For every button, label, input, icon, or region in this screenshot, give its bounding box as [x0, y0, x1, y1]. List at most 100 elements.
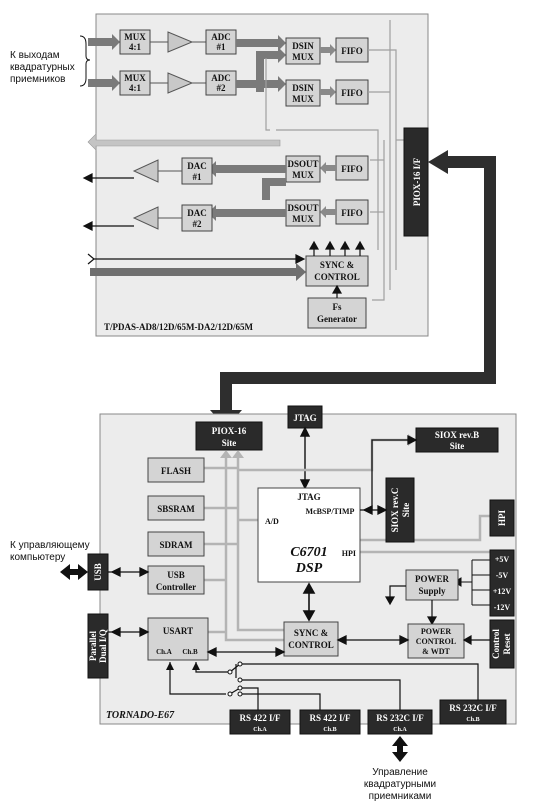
svg-text:SYNC &: SYNC & — [294, 628, 329, 638]
svg-text:FIFO: FIFO — [341, 208, 363, 218]
svg-text:+12V: +12V — [493, 587, 512, 596]
svg-text:RS 422 I/F: RS 422 I/F — [309, 713, 351, 723]
bottom-sync-control: SYNC & CONTROL — [283, 621, 339, 657]
bottom-board-name: TORNADO-E67 — [106, 710, 175, 721]
dac-output-arrows — [82, 173, 134, 231]
svg-text:DSOUT: DSOUT — [287, 203, 318, 213]
sync-input-arrow — [90, 263, 306, 281]
svg-text:Parallel: Parallel — [88, 631, 98, 661]
c6701-dsp: JTAG McBSP/TIMP A/D HPI C6701 DSP — [257, 487, 361, 583]
parallel-dual-iq: Parallel Dual I/Q — [87, 613, 109, 679]
svg-text:4:1: 4:1 — [129, 42, 141, 52]
svg-text:#2: #2 — [217, 83, 227, 93]
svg-text:MUX: MUX — [124, 73, 146, 83]
svg-text:приемников: приемников — [10, 74, 65, 85]
svg-text:USB: USB — [93, 563, 103, 581]
top-board-name: T/PDAS-AD8/12D/65M-DA2/12D/65M — [104, 322, 253, 332]
siox-rev-b-site: SIOX rev.B Site — [415, 427, 499, 453]
svg-text:MUX: MUX — [292, 214, 314, 224]
usb-connector: USB — [87, 553, 109, 591]
fs-generator: Fs Generator — [307, 297, 367, 329]
reset-link — [462, 634, 490, 646]
svg-text:К управляющему: К управляющему — [10, 540, 90, 551]
svg-text:SIOX rev.C: SIOX rev.C — [390, 488, 400, 533]
svg-text:SYNC &: SYNC & — [320, 260, 355, 270]
usart: USART Ch.A Ch.B — [147, 617, 209, 661]
svg-text:#1: #1 — [217, 42, 227, 52]
piox-link-arrow — [210, 150, 496, 428]
svg-text:Control: Control — [491, 629, 501, 659]
svg-text:#1: #1 — [193, 172, 203, 182]
svg-text:Site: Site — [401, 503, 411, 518]
power-supply-links — [384, 585, 438, 626]
svg-text:Controller: Controller — [156, 582, 196, 592]
svg-text:Reset: Reset — [502, 634, 512, 655]
usb-links — [108, 566, 150, 578]
svg-text:+5V: +5V — [495, 555, 510, 564]
svg-text:FIFO: FIFO — [341, 164, 363, 174]
amplifier-icons — [150, 31, 206, 94]
mux-1: MUX 4:1 — [119, 29, 151, 55]
svg-text:Ch.A: Ch.A — [156, 648, 172, 656]
svg-text:Ch.B: Ch.B — [182, 648, 198, 656]
dac-2: DAC #2 — [181, 204, 213, 232]
svg-text:CONTROL: CONTROL — [288, 640, 334, 650]
svg-text:Ch.A: Ch.A — [253, 727, 267, 733]
svg-text:Ch.B: Ch.B — [466, 717, 479, 723]
svg-text:JTAG: JTAG — [293, 413, 316, 423]
fifo-out-2: FIFO — [335, 199, 369, 225]
power-voltage-rails: +5V -5V +12V -12V — [489, 549, 515, 617]
output-bus-arrow — [87, 133, 281, 151]
adc-input-arrows — [88, 34, 120, 91]
svg-text:& WDT: & WDT — [422, 647, 450, 656]
svg-text:Dual I/Q: Dual I/Q — [98, 629, 108, 663]
trigger-input-lines — [87, 253, 306, 265]
svg-text:Supply: Supply — [418, 586, 446, 596]
svg-text:POWER: POWER — [415, 574, 450, 584]
svg-text:USART: USART — [163, 626, 193, 636]
svg-text:Управление: Управление — [372, 767, 428, 778]
internal-bus-lines — [265, 20, 404, 301]
svg-text:RS 232C I/F: RS 232C I/F — [376, 713, 424, 723]
dac-1: DAC #1 — [181, 157, 213, 185]
svg-text:CONTROL: CONTROL — [314, 272, 360, 282]
rs422-port-a: RS 422 I/F Ch.A — [229, 709, 291, 735]
svg-text:FLASH: FLASH — [161, 466, 191, 476]
svg-text:POWER: POWER — [421, 627, 451, 636]
sbsram-memory: SBSRAM — [147, 495, 205, 521]
mcbsp-links — [360, 434, 418, 516]
output-amplifier-icons — [132, 159, 182, 230]
control-annotation: Управление квадратурными приемниками — [364, 767, 436, 802]
svg-text:DSIN: DSIN — [292, 83, 314, 93]
svg-text:FIFO: FIFO — [341, 46, 363, 56]
svg-text:JTAG: JTAG — [297, 492, 320, 502]
svg-text:4:1: 4:1 — [129, 83, 141, 93]
dsout-to-dac-arrows — [208, 161, 286, 221]
svg-text:ADC: ADC — [211, 32, 231, 42]
svg-text:MUX: MUX — [292, 52, 314, 62]
adc-1: ADC #1 — [205, 29, 237, 55]
host-annotation: К управляющему компьютеру — [10, 540, 90, 563]
piox-16-interface: PIOX-16 I/F — [403, 127, 429, 237]
svg-text:SIOX rev.B: SIOX rev.B — [435, 430, 479, 440]
usb-controller: USB Controller — [147, 565, 205, 595]
svg-text:RS 422 I/F: RS 422 I/F — [239, 713, 281, 723]
power-supply: POWER Supply — [405, 569, 459, 601]
svg-text:HPI: HPI — [497, 510, 507, 526]
sdram-memory: SDRAM — [147, 531, 205, 557]
fs-to-sync-arrow — [331, 284, 343, 298]
voltage-links — [452, 559, 490, 606]
svg-text:C6701: C6701 — [290, 545, 327, 560]
svg-text:DSIN: DSIN — [292, 41, 314, 51]
svg-text:Site: Site — [450, 441, 465, 451]
adc-2: ADC #2 — [205, 70, 237, 96]
sync-power-link — [336, 634, 410, 646]
dsp-sync-link — [302, 582, 316, 622]
svg-text:FIFO: FIFO — [341, 88, 363, 98]
svg-text:Ch.B: Ch.B — [323, 727, 336, 733]
parallel-usart-links — [108, 626, 286, 658]
svg-text:приемниками: приемниками — [369, 791, 432, 802]
jtag-connector: JTAG — [287, 405, 323, 429]
svg-text:квадратурными: квадратурными — [364, 779, 436, 790]
